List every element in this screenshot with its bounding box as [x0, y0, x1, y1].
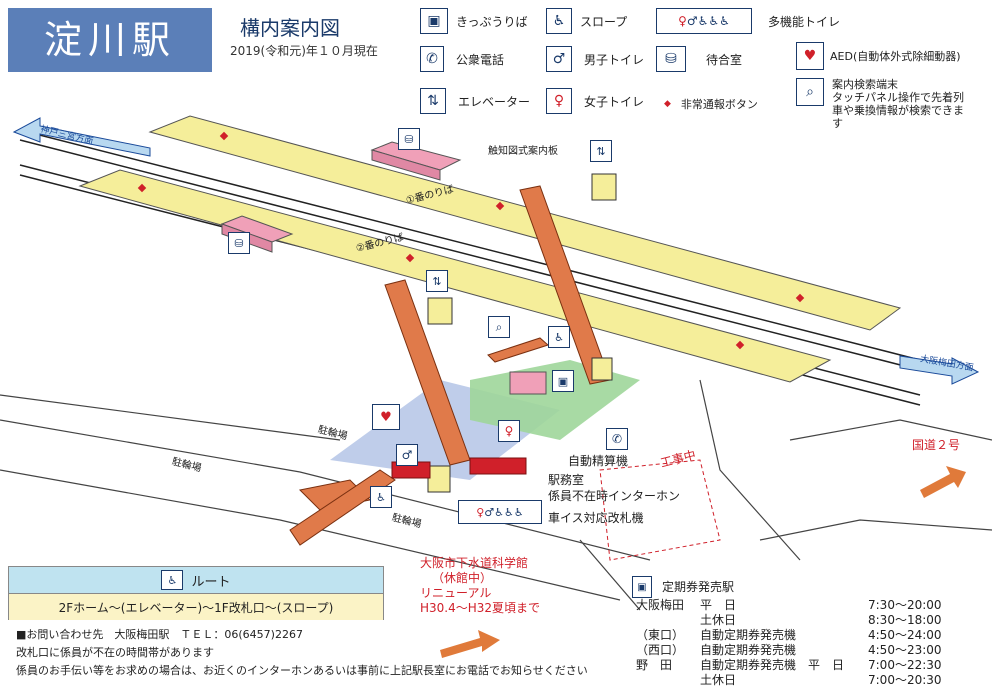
legend-emergency: ◆ 非常通報ボタン: [664, 98, 758, 111]
legend-multi-toilet: ♀♂♿♿♿ 多機能トイレ: [656, 8, 840, 34]
road-edge: [759, 519, 992, 541]
search-terminal-note: タッチパネル操作で先着列車や乗換情報が検索できます: [832, 91, 964, 130]
wheelchair-slope-icon: ♿: [370, 486, 392, 508]
waiting-room: [371, 149, 441, 181]
ticket-machine-icon: ▣: [552, 370, 574, 392]
waiting-room-icon: ⛁: [398, 128, 420, 150]
emergency-button-icon: [735, 340, 745, 350]
wheelchair-slope-icon: ♿: [546, 8, 572, 34]
elevator-shaft: [427, 297, 453, 325]
stairs: [487, 337, 549, 363]
emergency-button-icon: [219, 131, 229, 141]
legend-elevator: ⇅ エレベーター: [420, 88, 530, 114]
emergency-button-icon: [795, 293, 805, 303]
phone-icon: ✆: [606, 428, 628, 450]
waiting-room-icon: ⛁: [228, 232, 250, 254]
legend-phone: ✆ 公衆電話: [420, 46, 504, 72]
accessible-route-box: ♿ ルート 2Fホーム～(エレベーター)～1F改札口～(スロープ): [8, 566, 384, 620]
national-route-label: 国道２号: [912, 438, 961, 452]
road-edge: [579, 539, 641, 611]
slope: [289, 469, 396, 546]
waiting-room-icon: ⛁: [656, 46, 686, 72]
aed-icon: ♥: [796, 42, 824, 70]
legend-womens-toilet: ♀ 女子トイレ: [546, 88, 644, 114]
station-office-notes: 駅務室 係員不在時インターホン 車イス対応改札機: [548, 473, 681, 525]
arrow-left-icon: [12, 117, 151, 157]
legend-mens-toilet: ♂ 男子トイレ: [546, 46, 644, 72]
elevator-icon: ⇅: [420, 88, 446, 114]
contact-info: ■お問い合わせ先 大阪梅田駅 ＴＥＬ：06(6457)2267 改札口に係員が不…: [16, 628, 588, 677]
platform-1: [148, 115, 902, 331]
as-of-date: 2019(令和元)年１０月現在: [230, 44, 378, 58]
emergency-button-icon: [137, 183, 147, 193]
fare-adjustment-machine: [509, 371, 547, 395]
emergency-button-icon: [495, 201, 505, 211]
legend-search: ⌕ 案内検索端末 タッチパネル操作で先着列車や乗換情報が検索できます: [796, 78, 972, 130]
aed-icon: ♥: [372, 404, 400, 430]
fare-adjustment-label: 自動精算機: [568, 454, 629, 468]
elevator-shaft: [427, 465, 451, 493]
commuter-pass-heading: 定期券発売駅: [662, 579, 735, 594]
mens-toilet-icon: ♂: [546, 46, 572, 72]
construction-area: [599, 459, 721, 561]
route-path: 2Fホーム～(エレベーター)～1F改札口～(スロープ): [9, 593, 383, 620]
commuter-pass-icon: ▣: [632, 576, 652, 598]
track-line: [19, 129, 921, 361]
wheelchair-slope-icon: ♿: [548, 326, 570, 348]
road-edge: [0, 394, 341, 441]
road-edge: [0, 469, 621, 601]
map-title: 構内案内図: [240, 16, 340, 40]
tactile-map-label: 触知図式案内板: [488, 146, 558, 157]
platform-2: [78, 169, 832, 383]
track-line: [19, 139, 921, 371]
search-terminal-icon: ⌕: [796, 78, 824, 106]
science-museum-note: 大阪市下水道科学館 （休館中） リニューアル H30.4～H32夏頃まで: [420, 556, 541, 615]
search-terminal-icon: ⌕: [488, 316, 510, 338]
road-edge: [0, 419, 651, 561]
elevator-icon: ⇅: [426, 270, 448, 292]
elevator-icon: ⇅: [590, 140, 612, 162]
ticket-gate: [469, 457, 527, 475]
station-name: 淀川駅: [8, 8, 212, 72]
arrow-right-icon: [899, 355, 980, 385]
wheelchair-icon: ♿: [161, 570, 184, 590]
legend-waiting: ⛁ 待合室: [656, 46, 742, 72]
exit-arrow-icon: [920, 466, 966, 498]
ticket-machine-icon: ▣: [420, 8, 448, 34]
elevator-shaft: [591, 357, 613, 381]
emergency-button-icon: [405, 253, 415, 263]
mens-toilet-icon: ♂: [396, 444, 418, 466]
multi-toilet-icon: ♀♂♿♿♿: [656, 8, 752, 34]
legend-ticket: ▣ きっぷうりば: [420, 8, 528, 34]
multi-toilet-icon: ♀♂♿♿♿: [458, 500, 542, 524]
legend-slope: ♿ スロープ: [546, 8, 627, 34]
phone-icon: ✆: [420, 46, 444, 72]
route-header: ルート: [191, 574, 231, 590]
exit-arrow-icon: [440, 630, 500, 658]
elevator-shaft: [591, 173, 617, 201]
womens-toilet-icon: ♀: [546, 88, 572, 114]
emergency-button-icon: ◆: [664, 99, 671, 109]
road-edge: [699, 379, 801, 561]
legend-aed: ♥ AED(自動体外式除細動器): [796, 42, 961, 70]
road-edge: [789, 419, 992, 441]
womens-toilet-icon: ♀: [498, 420, 520, 442]
